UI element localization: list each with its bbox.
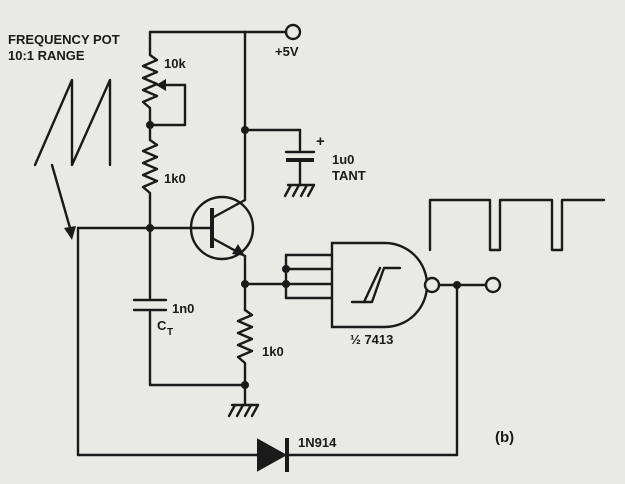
figure-label: (b) [495, 429, 514, 446]
ct-subscript: T [167, 327, 173, 338]
resistor-1k0-upper [141, 123, 159, 230]
tant-cap-value: 1u0 [332, 152, 354, 167]
npn-transistor [148, 195, 255, 261]
supply-terminal-icon [284, 23, 302, 41]
r-upper-value: 1k0 [164, 171, 186, 186]
sawtooth-arrowhead-icon [64, 226, 76, 240]
output-terminal-icon [484, 276, 502, 294]
tant-cap-plus: + [316, 133, 325, 150]
pot-title-line2: 10:1 RANGE [8, 48, 85, 63]
pot-value: 10k [164, 56, 186, 71]
r-emitter-value: 1k0 [262, 344, 284, 359]
hysteresis-icon [350, 266, 402, 304]
ground-icon-bottom [227, 403, 260, 418]
gate-label: ½ 7413 [350, 332, 393, 347]
ground-icon-top [283, 183, 316, 198]
pot-wiper-arrow-icon [156, 79, 166, 91]
tant-cap-type: TANT [332, 168, 366, 183]
supply-label: +5V [275, 44, 299, 59]
ct-value: 1n0 [172, 301, 194, 316]
pot-title-line1: FREQUENCY POT [8, 32, 120, 47]
inverting-bubble-icon [423, 276, 441, 294]
sawtooth-waveform-icon [33, 78, 112, 167]
resistor-1k0-emitter [236, 308, 254, 387]
diode-1n914 [257, 438, 289, 472]
pulse-waveform-icon [428, 198, 606, 252]
schmitt-nand-gate [330, 241, 441, 329]
sawtooth-arrow [50, 163, 74, 237]
tant-cap-plate-bottom [286, 158, 314, 162]
pot-10k-resistor [141, 53, 159, 127]
pot-wiper-loop [148, 83, 187, 127]
diode-label: 1N914 [298, 435, 337, 450]
ct-name: C [157, 318, 167, 333]
